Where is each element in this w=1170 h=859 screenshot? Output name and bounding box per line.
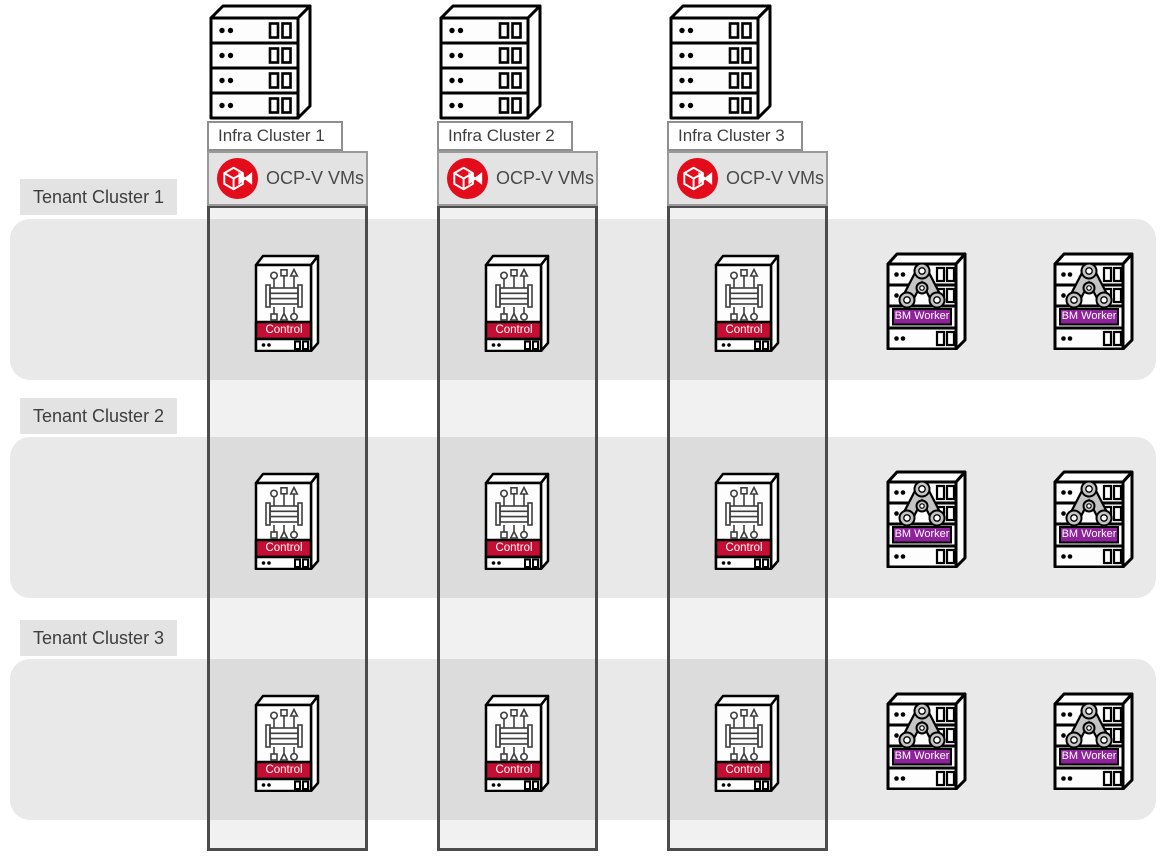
control-node: Control: [714, 692, 780, 792]
bare-metal-server-icon: [1053, 466, 1137, 568]
bm-worker-node: BM Worker: [1053, 248, 1137, 350]
ocpv-vms-header-1: OCP-V VMs: [207, 151, 368, 206]
control-label: Control: [265, 542, 303, 554]
control-label: Control: [495, 324, 533, 336]
control-label: Control: [725, 324, 763, 336]
bm-worker-label: BM Worker: [1061, 528, 1117, 540]
server-stack-icon: [669, 4, 772, 120]
control-node: Control: [484, 470, 550, 570]
bm-worker-label: BM Worker: [894, 750, 950, 762]
bare-metal-server-icon: [1053, 248, 1137, 350]
kubevirt-logo-icon: [446, 157, 489, 200]
bm-worker-label: BM Worker: [894, 528, 950, 540]
kubevirt-logo-icon: [216, 157, 259, 200]
control-node: Control: [254, 692, 320, 792]
control-label: Control: [495, 764, 533, 776]
bm-worker-label: BM Worker: [1061, 310, 1117, 322]
control-node: Control: [254, 470, 320, 570]
ocpv-vms-label: OCP-V VMs: [726, 168, 825, 188]
infra-cluster-1-label: Infra Cluster 1: [207, 121, 343, 151]
kubevirt-logo-icon: [676, 157, 719, 200]
control-node: Control: [484, 252, 550, 352]
bm-worker-node: BM Worker: [1053, 466, 1137, 568]
tenant-cluster-1-label: Tenant Cluster 1: [20, 179, 177, 215]
bare-metal-server-icon: [886, 688, 970, 790]
server-stack-icon: [439, 4, 542, 120]
ocpv-vms-header-2: OCP-V VMs: [437, 151, 598, 206]
bm-worker-label: BM Worker: [894, 310, 950, 322]
bare-metal-server-icon: [886, 248, 970, 350]
ocpv-vms-label: OCP-V VMs: [266, 168, 365, 188]
tenant-cluster-3-label: Tenant Cluster 3: [20, 620, 177, 656]
control-label: Control: [495, 542, 533, 554]
bm-worker-node: BM Worker: [886, 248, 970, 350]
control-node: Control: [484, 692, 550, 792]
bm-worker-node: BM Worker: [1053, 688, 1137, 790]
control-label: Control: [725, 542, 763, 554]
server-stack-icon: [209, 4, 312, 120]
control-node: Control: [254, 252, 320, 352]
control-label: Control: [265, 764, 303, 776]
bm-worker-node: BM Worker: [886, 688, 970, 790]
ocpv-vms-header-3: OCP-V VMs: [667, 151, 828, 206]
control-label: Control: [725, 764, 763, 776]
ocpv-vms-label: OCP-V VMs: [496, 168, 595, 188]
infra-cluster-3-label: Infra Cluster 3: [667, 121, 803, 151]
bare-metal-server-icon: [1053, 688, 1137, 790]
control-label: Control: [265, 324, 303, 336]
control-node: Control: [714, 252, 780, 352]
control-node: Control: [714, 470, 780, 570]
bm-worker-node: BM Worker: [886, 466, 970, 568]
bare-metal-server-icon: [886, 466, 970, 568]
infra-cluster-2-label: Infra Cluster 2: [437, 121, 573, 151]
bm-worker-label: BM Worker: [1061, 750, 1117, 762]
tenant-cluster-2-label: Tenant Cluster 2: [20, 398, 177, 434]
